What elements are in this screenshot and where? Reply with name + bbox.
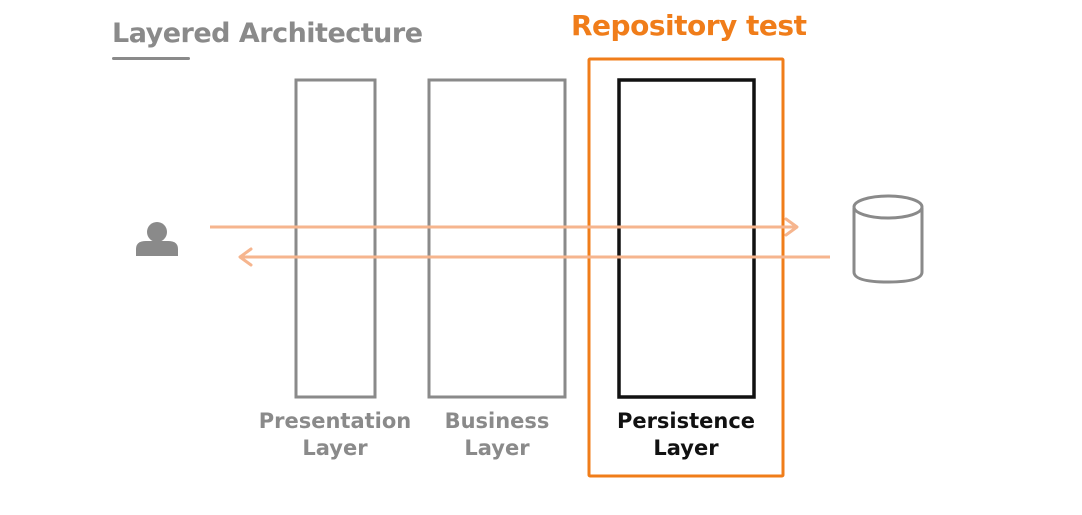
repository-test-title: Repository test [571,9,807,42]
database-icon [852,194,924,284]
business-layer-label: Business Layer [427,408,567,462]
business-layer-box [427,78,567,399]
diagram-title: Layered Architecture [112,18,423,49]
title-underline [112,57,190,60]
persistence-layer-label-line1: Persistence [616,409,756,433]
persistence-layer-label: Persistence Layer [606,408,766,462]
presentation-layer-label-line2: Layer [302,436,368,460]
business-layer-label-line1: Business [444,409,550,433]
persistence-layer-label-line2: Layer [653,436,719,460]
presentation-layer-label: Presentation Layer [255,408,415,462]
response-arrow [238,247,830,267]
repository-test-box [587,57,785,478]
presentation-layer-label-line1: Presentation [258,409,412,433]
request-arrow [210,217,799,237]
presentation-layer-box [294,78,377,399]
business-layer-label-line2: Layer [464,436,530,460]
persistence-layer-box [617,78,756,399]
user-icon [136,222,178,256]
